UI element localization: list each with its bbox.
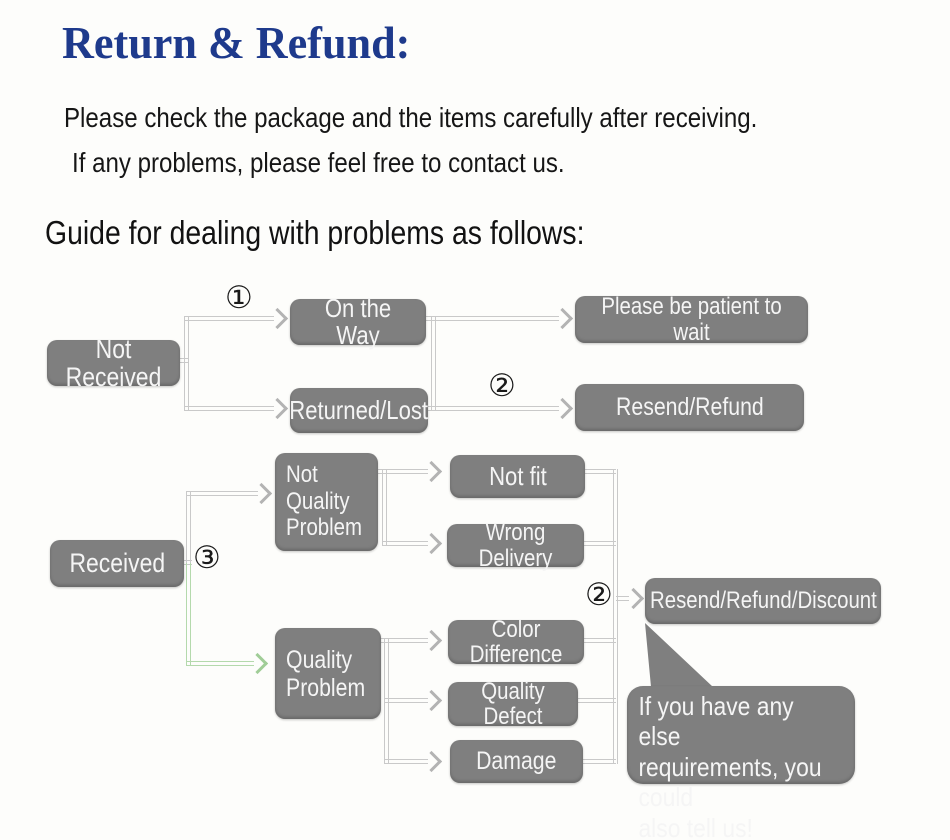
intro-line-2: If any problems, please feel free to con… — [72, 147, 565, 178]
step-3-label: ③ — [193, 540, 221, 576]
arrowhead-icon — [266, 307, 289, 330]
arrowhead-icon — [266, 397, 289, 420]
node-label: On the Way — [324, 292, 392, 350]
connector-line — [186, 491, 191, 563]
node-not-fit: Not fit — [450, 455, 585, 498]
connector-line — [583, 541, 616, 546]
arrowhead-icon — [246, 652, 269, 675]
node-color-difference: Color Difference — [448, 615, 584, 668]
connector-line — [184, 316, 189, 411]
connector-line — [384, 759, 428, 764]
node-on-the-way: On the Way — [290, 294, 426, 349]
speech-bubble-tail — [645, 623, 713, 687]
connector-line — [582, 759, 616, 764]
connector-line — [184, 316, 274, 321]
arrowhead-icon — [420, 689, 443, 712]
node-label: Damage — [476, 747, 557, 776]
connector-line — [377, 469, 428, 474]
note-text: If you have any else requirements, you c… — [638, 691, 822, 840]
node-label: Please be patient to wait — [601, 293, 782, 346]
node-wrong-delivery: Wrong Delivery — [447, 520, 584, 571]
node-quality-defect: Quality Defect — [448, 677, 578, 730]
connector-line-green — [186, 661, 254, 666]
connector-line — [425, 316, 559, 321]
node-label: Received — [69, 548, 165, 579]
connector-line — [427, 406, 559, 411]
node-label: Color Difference — [469, 615, 563, 668]
node-label: Not Received — [65, 333, 162, 392]
connector-line — [577, 698, 616, 703]
step-2-label: ② — [488, 368, 516, 404]
connector-line — [431, 316, 436, 411]
node-label: Not fit — [488, 460, 547, 491]
arrowhead-icon — [420, 750, 443, 773]
connector-line — [585, 469, 616, 474]
arrowhead-icon — [420, 629, 443, 652]
connector-line — [616, 596, 629, 601]
connector-line — [583, 638, 616, 643]
connector-line — [382, 469, 387, 546]
arrowhead-icon — [250, 482, 273, 505]
node-not-received: Not Received — [47, 335, 180, 391]
connector-line — [178, 358, 188, 363]
connector-line — [186, 491, 258, 496]
intro-line-1: Please check the package and the items c… — [64, 102, 758, 133]
arrowhead-icon — [551, 397, 574, 420]
node-label: Wrong Delivery — [478, 519, 553, 572]
arrowhead-icon — [622, 587, 645, 610]
arrowhead-icon — [420, 532, 443, 555]
connector-line — [613, 469, 618, 764]
note-bubble: If you have any else requirements, you c… — [627, 686, 855, 840]
arrowhead-icon — [420, 460, 443, 483]
step-2-label-bottom: ② — [585, 577, 613, 613]
node-damage: Damage — [450, 740, 583, 783]
node-label: Resend/Refund — [615, 393, 764, 422]
node-received: Received — [50, 540, 184, 587]
node-label: Not Quality Problem — [286, 460, 363, 542]
node-quality-problem: Quality Problem — [275, 628, 381, 719]
connector-line — [384, 638, 389, 764]
step-1-label: ① — [225, 280, 253, 316]
node-label: Returned/Lost — [289, 394, 429, 425]
connector-line — [380, 638, 428, 643]
connector-line — [384, 698, 428, 703]
connector-line — [382, 541, 428, 546]
node-not-quality-problem: Not Quality Problem — [275, 453, 378, 551]
node-returned-lost: Returned/Lost — [290, 388, 428, 433]
arrowhead-icon — [551, 307, 574, 330]
node-resend-refund: Resend/Refund — [575, 384, 804, 431]
connector-line-green — [186, 563, 191, 666]
node-resend-refund-discount: Resend/Refund/Discount — [645, 578, 881, 624]
node-please-be-patient: Please be patient to wait — [575, 293, 808, 346]
connector-line — [183, 560, 192, 565]
connector-line — [184, 406, 274, 411]
node-label: Quality Problem — [286, 645, 366, 702]
node-label: Resend/Refund/Discount — [649, 587, 877, 615]
node-label: Quality Defect — [481, 677, 545, 730]
guide-heading: Guide for dealing with problems as follo… — [45, 214, 585, 251]
page-title: Return & Refund: — [62, 17, 411, 68]
